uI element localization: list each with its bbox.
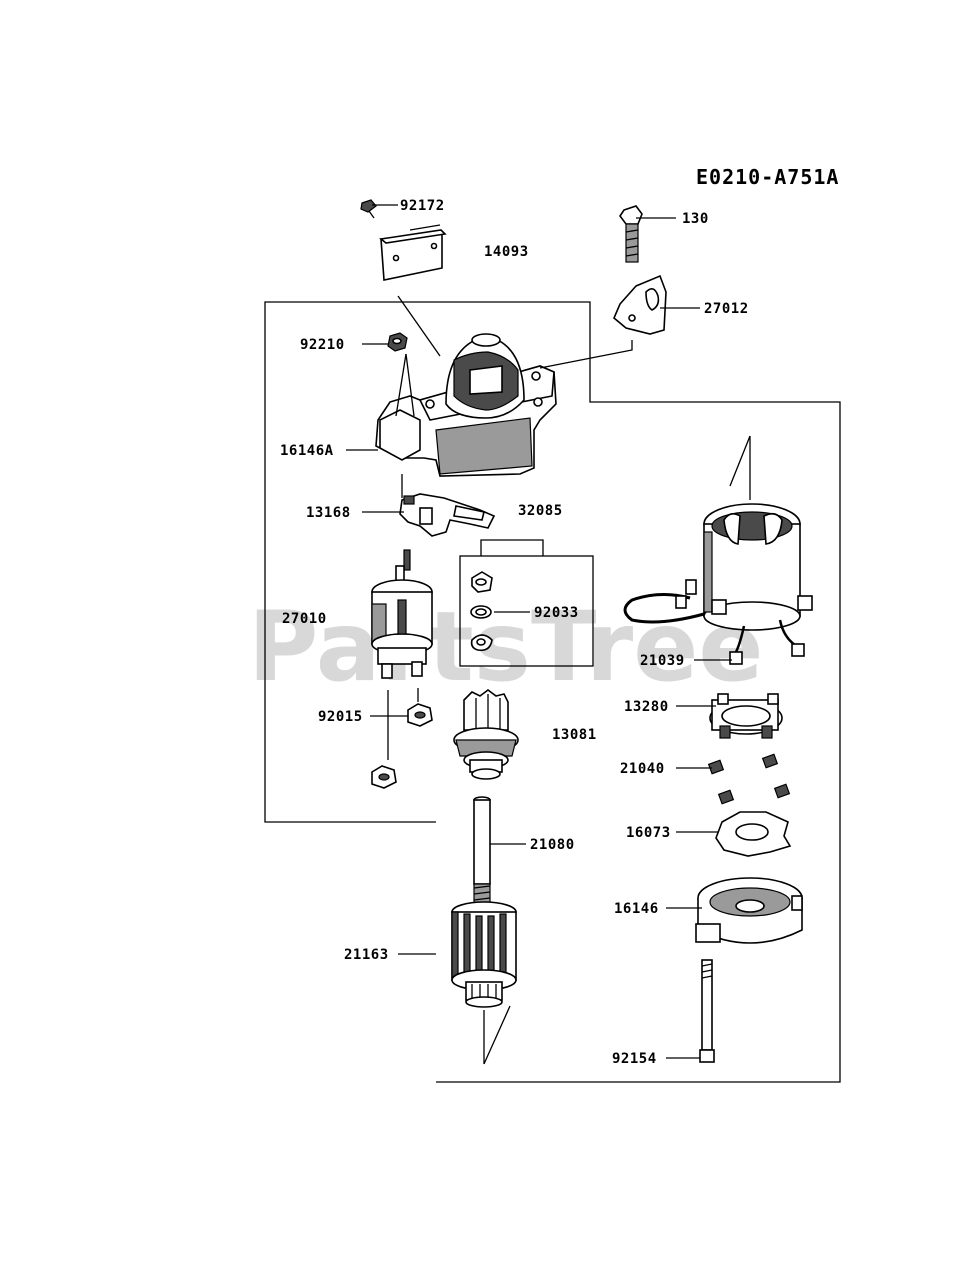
label-92015[interactable]: 92015 bbox=[318, 709, 363, 725]
plate-16073[interactable] bbox=[715, 811, 792, 857]
label-92172[interactable]: 92172 bbox=[400, 198, 445, 214]
label-14093[interactable]: 14093 bbox=[484, 244, 529, 260]
label-16073[interactable]: 16073 bbox=[626, 825, 671, 841]
watermark: PartsTree bbox=[248, 591, 763, 703]
yoke-21039[interactable] bbox=[623, 503, 813, 665]
rear-cover-16146[interactable] bbox=[695, 877, 803, 944]
washer-92033[interactable] bbox=[470, 605, 492, 619]
nut-92015-lower[interactable] bbox=[371, 765, 397, 789]
label-21040[interactable]: 21040 bbox=[620, 761, 665, 777]
armature-21163[interactable] bbox=[451, 901, 517, 1008]
screw-92172[interactable] bbox=[360, 199, 377, 219]
label-92154[interactable]: 92154 bbox=[612, 1051, 657, 1067]
label-92033[interactable]: 92033 bbox=[534, 605, 579, 621]
label-130[interactable]: 130 bbox=[682, 211, 709, 227]
springs-21040[interactable] bbox=[707, 753, 791, 805]
pinion-13081[interactable] bbox=[453, 689, 519, 780]
lever-13168[interactable] bbox=[399, 493, 496, 537]
bracket-27012[interactable] bbox=[613, 274, 667, 335]
label-92210[interactable]: 92210 bbox=[300, 337, 345, 353]
kit-nut[interactable] bbox=[471, 571, 493, 593]
bolt-130[interactable] bbox=[619, 205, 643, 263]
diagram-code: E0210-A751A bbox=[696, 165, 839, 189]
kit-32085-bracket bbox=[480, 539, 544, 556]
label-32085[interactable]: 32085 bbox=[518, 503, 563, 519]
label-21163[interactable]: 21163 bbox=[344, 947, 389, 963]
label-16146A[interactable]: 16146A bbox=[280, 443, 334, 459]
label-21080[interactable]: 21080 bbox=[530, 837, 575, 853]
plate-14093[interactable] bbox=[379, 224, 447, 281]
label-13280[interactable]: 13280 bbox=[624, 699, 669, 715]
shaft-21080[interactable] bbox=[473, 796, 491, 911]
kit-32085-box bbox=[459, 555, 594, 667]
brush-holder-13280[interactable] bbox=[709, 693, 783, 739]
nut-92210[interactable] bbox=[387, 332, 408, 352]
through-bolt-92154[interactable] bbox=[699, 959, 715, 1063]
housing-16146A[interactable] bbox=[375, 333, 557, 477]
nut-92015-upper[interactable] bbox=[407, 703, 433, 727]
label-16146[interactable]: 16146 bbox=[614, 901, 659, 917]
label-13168[interactable]: 13168 bbox=[306, 505, 351, 521]
label-13081[interactable]: 13081 bbox=[552, 727, 597, 743]
leader-lines bbox=[346, 204, 751, 1065]
assembly-boundary bbox=[264, 301, 841, 1083]
lock-washer[interactable] bbox=[470, 634, 493, 652]
label-27012[interactable]: 27012 bbox=[704, 301, 749, 317]
label-27010[interactable]: 27010 bbox=[282, 611, 327, 627]
label-21039[interactable]: 21039 bbox=[640, 653, 685, 669]
solenoid-27010[interactable] bbox=[371, 549, 433, 679]
